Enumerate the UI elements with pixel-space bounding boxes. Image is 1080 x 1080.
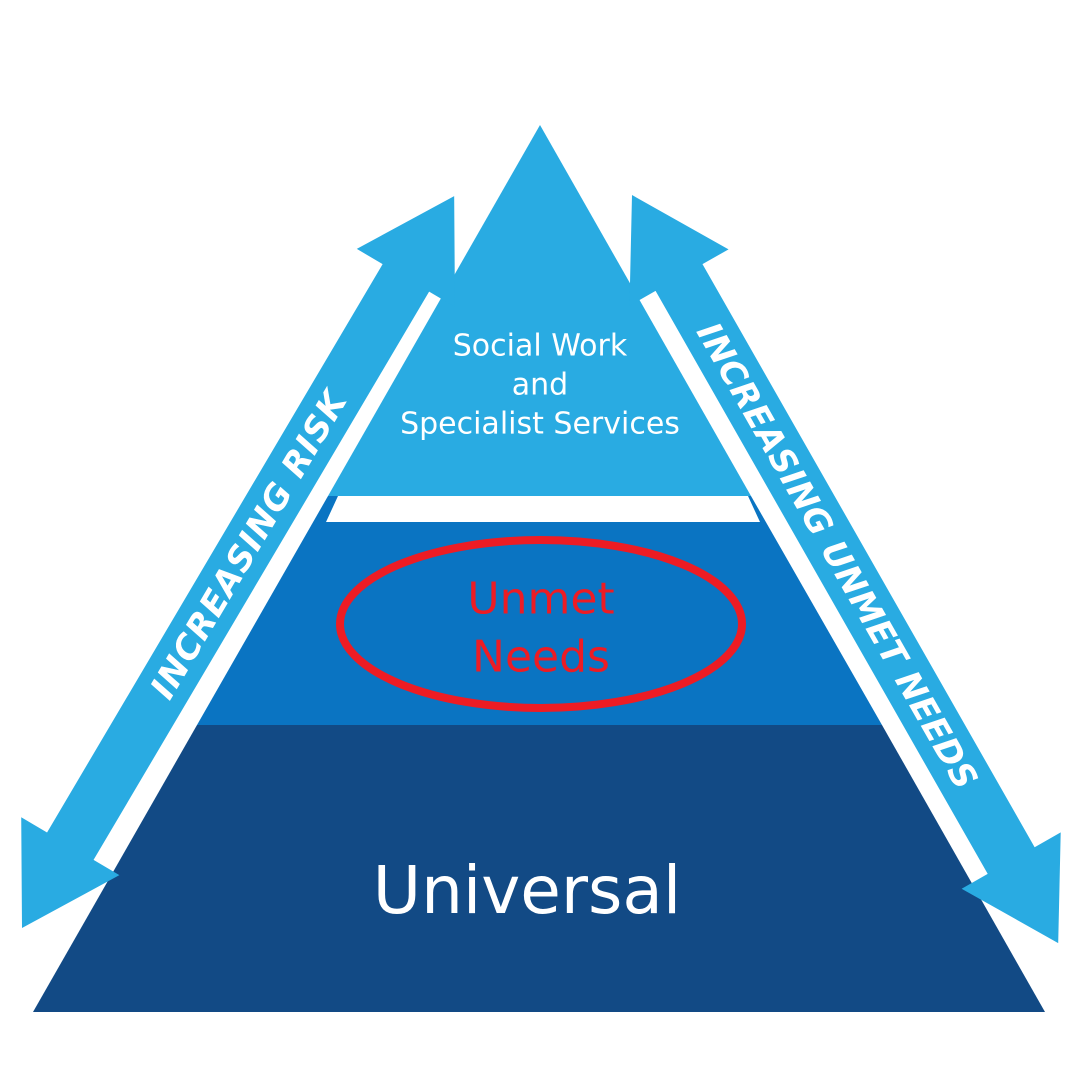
- unmet-needs-ellipse: [336, 536, 746, 712]
- tier-bottom-shape: [33, 725, 1045, 1012]
- tier-top-shape: [328, 125, 751, 496]
- tier-top-label-line3: Specialist Services: [400, 407, 680, 442]
- tier-top-label: Social Work and Specialist Services: [400, 329, 680, 442]
- tier-separator-band: [326, 496, 760, 522]
- unmet-needs-label-line1: Unmet: [467, 573, 614, 624]
- unmet-needs-label-line2: Needs: [472, 631, 610, 682]
- tier-top-label-line1: Social Work: [453, 329, 628, 364]
- arrow-right-shape: [629, 195, 1061, 944]
- unmet-needs-annotation: Unmet Needs: [336, 536, 746, 712]
- arrow-left-shape: [21, 196, 455, 928]
- tier-bottom-label: Universal: [373, 852, 681, 929]
- tier-top-label-line2: and: [512, 368, 568, 403]
